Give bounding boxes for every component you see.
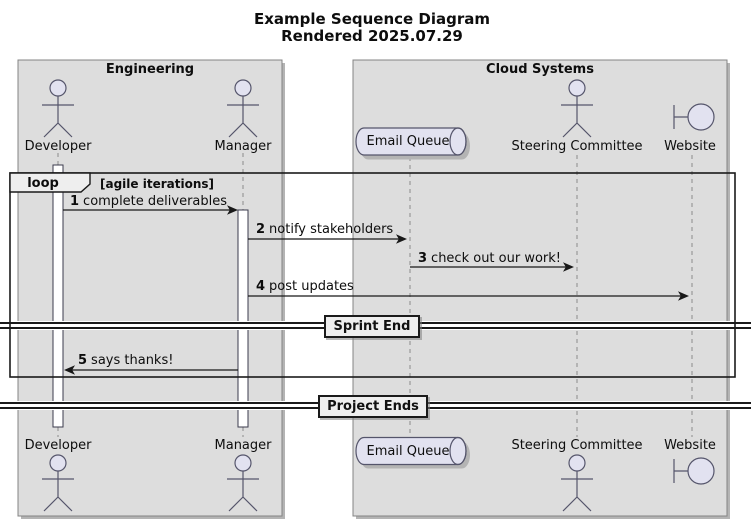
diagram-subtitle: Rendered 2025.07.29 <box>281 27 463 45</box>
loop-frame <box>9 172 736 378</box>
boundary-icon <box>673 103 715 131</box>
diagram-title: Example Sequence Diagram <box>253 10 491 28</box>
message-4-text: post updates <box>269 279 354 294</box>
message-5-text: says thanks! <box>91 353 174 368</box>
activation-manager <box>237 209 249 428</box>
message-1-text: complete deliverables <box>83 194 228 209</box>
message-5-arrow <box>64 365 238 375</box>
message-3-text: check out our work! <box>431 251 562 266</box>
participant-label-email-queue-bottom: Email Queue <box>366 444 450 459</box>
actor-icon <box>561 454 593 512</box>
participant-label-manager: Manager <box>214 139 272 154</box>
divider-label-project-ends: Project Ends <box>318 395 428 418</box>
message-1-number: 1 <box>70 194 80 209</box>
message-3-arrow <box>410 262 574 272</box>
participant-label-developer: Developer <box>24 139 92 154</box>
divider-text: Sprint End <box>333 319 411 334</box>
box-title-engineering: Engineering <box>105 62 195 77</box>
loop-keyword: loop <box>27 176 59 191</box>
message-2-text: notify stakeholders <box>269 222 394 237</box>
participant-label-website: Website <box>664 139 716 154</box>
participant-label-steering-committee-bottom: Steering Committee <box>511 438 643 453</box>
message-4-arrow <box>248 291 689 301</box>
divider-text: Project Ends <box>327 399 419 414</box>
participant-label-manager-bottom: Manager <box>214 438 272 453</box>
message-4-number: 4 <box>256 279 266 294</box>
lifelines <box>57 153 693 437</box>
actor-icon <box>561 79 593 138</box>
box-title-cloud-systems: Cloud Systems <box>486 62 594 77</box>
message-arrows <box>63 205 689 375</box>
participant-label-email-queue: Email Queue <box>366 134 450 149</box>
actor-icon <box>42 454 74 512</box>
participant-label-website-bottom: Website <box>664 438 716 453</box>
participant-label-steering-committee: Steering Committee <box>511 139 643 154</box>
message-5-number: 5 <box>78 353 88 368</box>
actor-icon <box>227 79 259 138</box>
loop-pentagon <box>9 172 91 193</box>
actor-icon <box>227 454 259 512</box>
message-2-arrow <box>248 234 407 244</box>
message-2-number: 2 <box>256 222 266 237</box>
loop-condition: [agile iterations] <box>100 177 214 191</box>
boundary-icon <box>673 457 715 485</box>
actor-icon <box>42 79 74 138</box>
participant-label-developer-bottom: Developer <box>24 438 92 453</box>
divider-label-sprint-end: Sprint End <box>324 315 420 338</box>
activation-developer <box>52 164 64 428</box>
queue-icon <box>355 436 470 469</box>
activation-bars <box>52 164 249 428</box>
message-3-number: 3 <box>418 251 428 266</box>
message-1-arrow <box>63 205 238 215</box>
queue-icon <box>355 127 470 160</box>
